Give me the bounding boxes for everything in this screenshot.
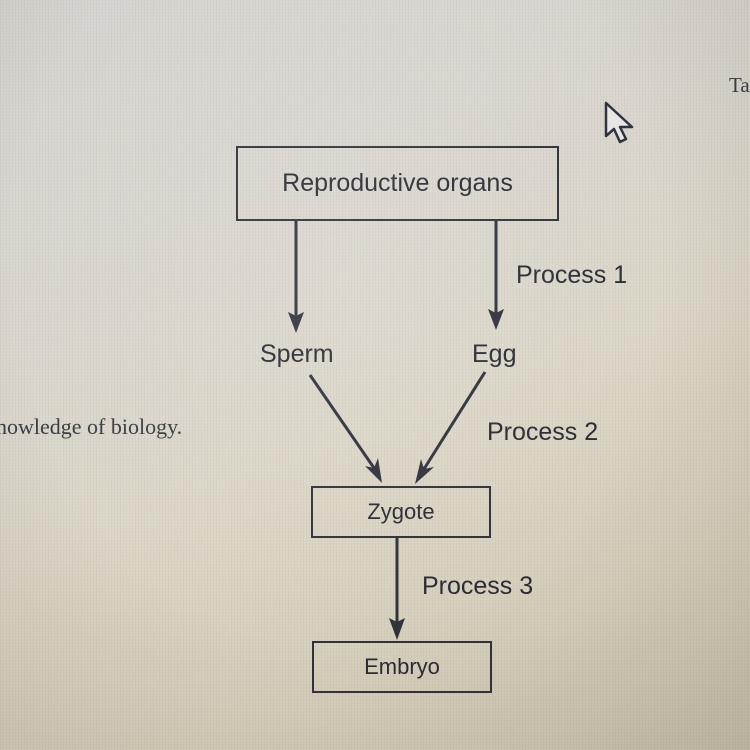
node-zygote-label: Zygote <box>367 499 435 524</box>
arrowhead-icon <box>288 312 304 333</box>
arrow-egg-to-zygote <box>415 371 487 484</box>
arrow-sperm-to-zygote <box>308 374 382 483</box>
arrow-reproductive-to-egg <box>488 221 504 330</box>
process-3-label: Process 3 <box>422 572 534 600</box>
arrowhead-icon <box>415 459 434 484</box>
process-1-label: Process 1 <box>516 261 628 289</box>
arrow-zygote-to-embryo <box>389 538 405 640</box>
node-zygote: Zygote <box>311 486 491 538</box>
process-2-label: Process 2 <box>487 418 599 446</box>
node-egg-label: Egg <box>472 340 517 368</box>
node-reproductive-organs-label: Reproductive organs <box>282 169 513 197</box>
partial-heading-text: Ta <box>729 73 750 97</box>
node-reproductive-organs: Reproductive organs <box>236 146 559 221</box>
mouse-pointer-arrow-icon <box>604 101 634 144</box>
arrowhead-icon <box>365 458 382 483</box>
node-embryo-label: Embryo <box>364 654 440 679</box>
arrowhead-icon <box>488 309 504 330</box>
arrow-reproductive-to-sperm <box>288 221 304 333</box>
arrowhead-icon <box>389 618 405 640</box>
node-embryo: Embryo <box>312 641 492 693</box>
node-sperm-label: Sperm <box>260 340 334 368</box>
partial-question-text: nowledge of biology. <box>0 414 183 439</box>
